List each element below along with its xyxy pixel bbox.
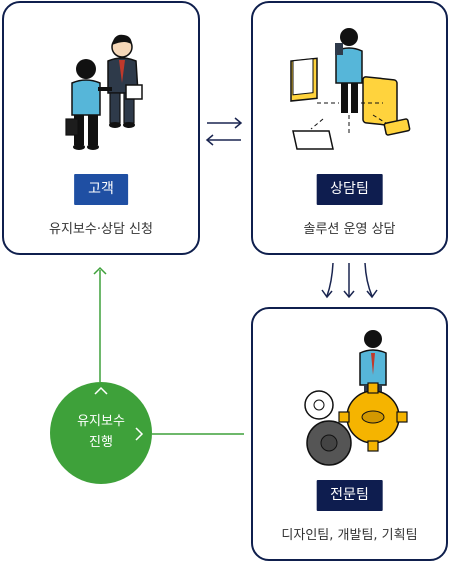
green-connectors: [93, 266, 244, 435]
consultant-devices-icon: [290, 28, 411, 150]
circle-arrows: [94, 386, 144, 441]
exchange-arrows: [205, 117, 243, 146]
maintenance-circle: 유지보수 진행: [50, 382, 152, 484]
consult-card: 상담팀 솔루션 운영 상담: [251, 1, 448, 255]
customer-card: 고객 유지보수·상담 신청: [2, 1, 200, 255]
maintenance-label-2: 진행: [89, 435, 113, 450]
business-handshake-icon: [65, 34, 143, 150]
consult-description: 솔루션 운영 상담: [303, 222, 396, 237]
chevron-up-icon: [94, 386, 108, 395]
down-arrows: [321, 262, 378, 299]
chevron-right-icon: [135, 427, 144, 441]
consult-badge: 상담팀: [316, 174, 383, 205]
expert-card: 전문팀 디자인팀, 개발팀, 기획팀: [251, 307, 448, 561]
customer-badge: 고객: [74, 174, 128, 205]
maintenance-label-1: 유지보수: [77, 414, 125, 429]
expert-badge: 전문팀: [316, 480, 383, 511]
customer-description: 유지보수·상담 신청: [49, 222, 153, 237]
expert-description: 디자인팀, 개발팀, 기획팀: [281, 528, 418, 543]
expert-gears-icon: [304, 330, 408, 466]
